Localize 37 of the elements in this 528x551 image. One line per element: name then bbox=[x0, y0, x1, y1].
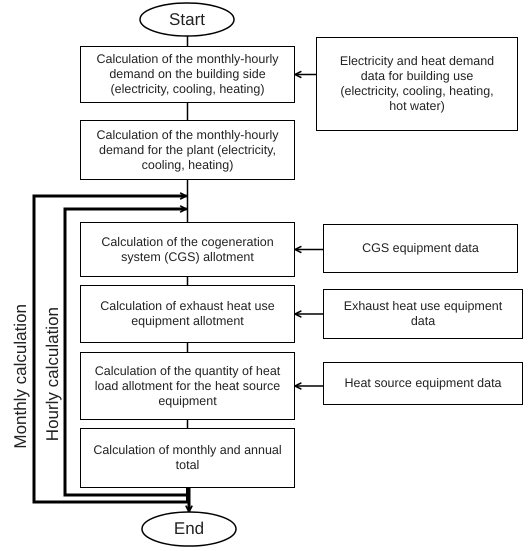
box-text: Calculation of the cogeneration system (CGS) allotment bbox=[100, 234, 275, 264]
box-text: Calculation of the monthly-hourly demand for the plant (electricity, cooling, heating) bbox=[95, 128, 280, 172]
edge-label: Hourly calculation bbox=[44, 307, 62, 442]
arrow bbox=[294, 70, 316, 78]
connector-line bbox=[186, 103, 188, 120]
process-box bbox=[316, 37, 518, 131]
box-text: Heat source equipment data bbox=[344, 376, 502, 391]
terminal-label: Start bbox=[169, 10, 205, 30]
arrow bbox=[294, 382, 323, 390]
connector-line bbox=[186, 420, 188, 428]
process-box bbox=[80, 120, 295, 180]
process-box bbox=[323, 362, 523, 405]
connector-line bbox=[186, 277, 188, 285]
arrow bbox=[294, 310, 323, 318]
edge-label: Monthly calculation bbox=[12, 304, 30, 449]
process-box bbox=[323, 289, 523, 339]
process-box bbox=[80, 352, 295, 420]
process-box bbox=[80, 285, 295, 343]
process-box bbox=[80, 428, 295, 488]
process-box bbox=[80, 222, 295, 277]
box-text: Calculation of the quantity of heat load allotment for the heat source equipment bbox=[94, 364, 282, 408]
box-text: Calculation of the monthly-hourly demand on the building side (electricity, cooling, heating) bbox=[95, 52, 280, 97]
box-text: Calculation of monthly and annual total bbox=[92, 443, 283, 473]
process-box bbox=[80, 46, 295, 103]
process-box bbox=[323, 224, 518, 273]
terminal-label: End bbox=[174, 519, 204, 539]
box-text: CGS equipment data bbox=[362, 241, 479, 256]
loop-arrow bbox=[64, 205, 189, 496]
connector-line bbox=[186, 36, 188, 46]
arrow bbox=[294, 246, 323, 254]
connector-line bbox=[186, 180, 188, 222]
connector-line bbox=[186, 343, 188, 352]
box-text: Electricity and heat demand data for building use (electricity, cooling, heating, hot water) bbox=[338, 54, 496, 114]
box-text: Exhaust heat use equipment data bbox=[342, 299, 504, 329]
box-text: Calculation of exhaust heat use equipment allotment bbox=[99, 299, 276, 329]
arrow bbox=[185, 488, 193, 513]
loop-arrow bbox=[32, 192, 189, 504]
